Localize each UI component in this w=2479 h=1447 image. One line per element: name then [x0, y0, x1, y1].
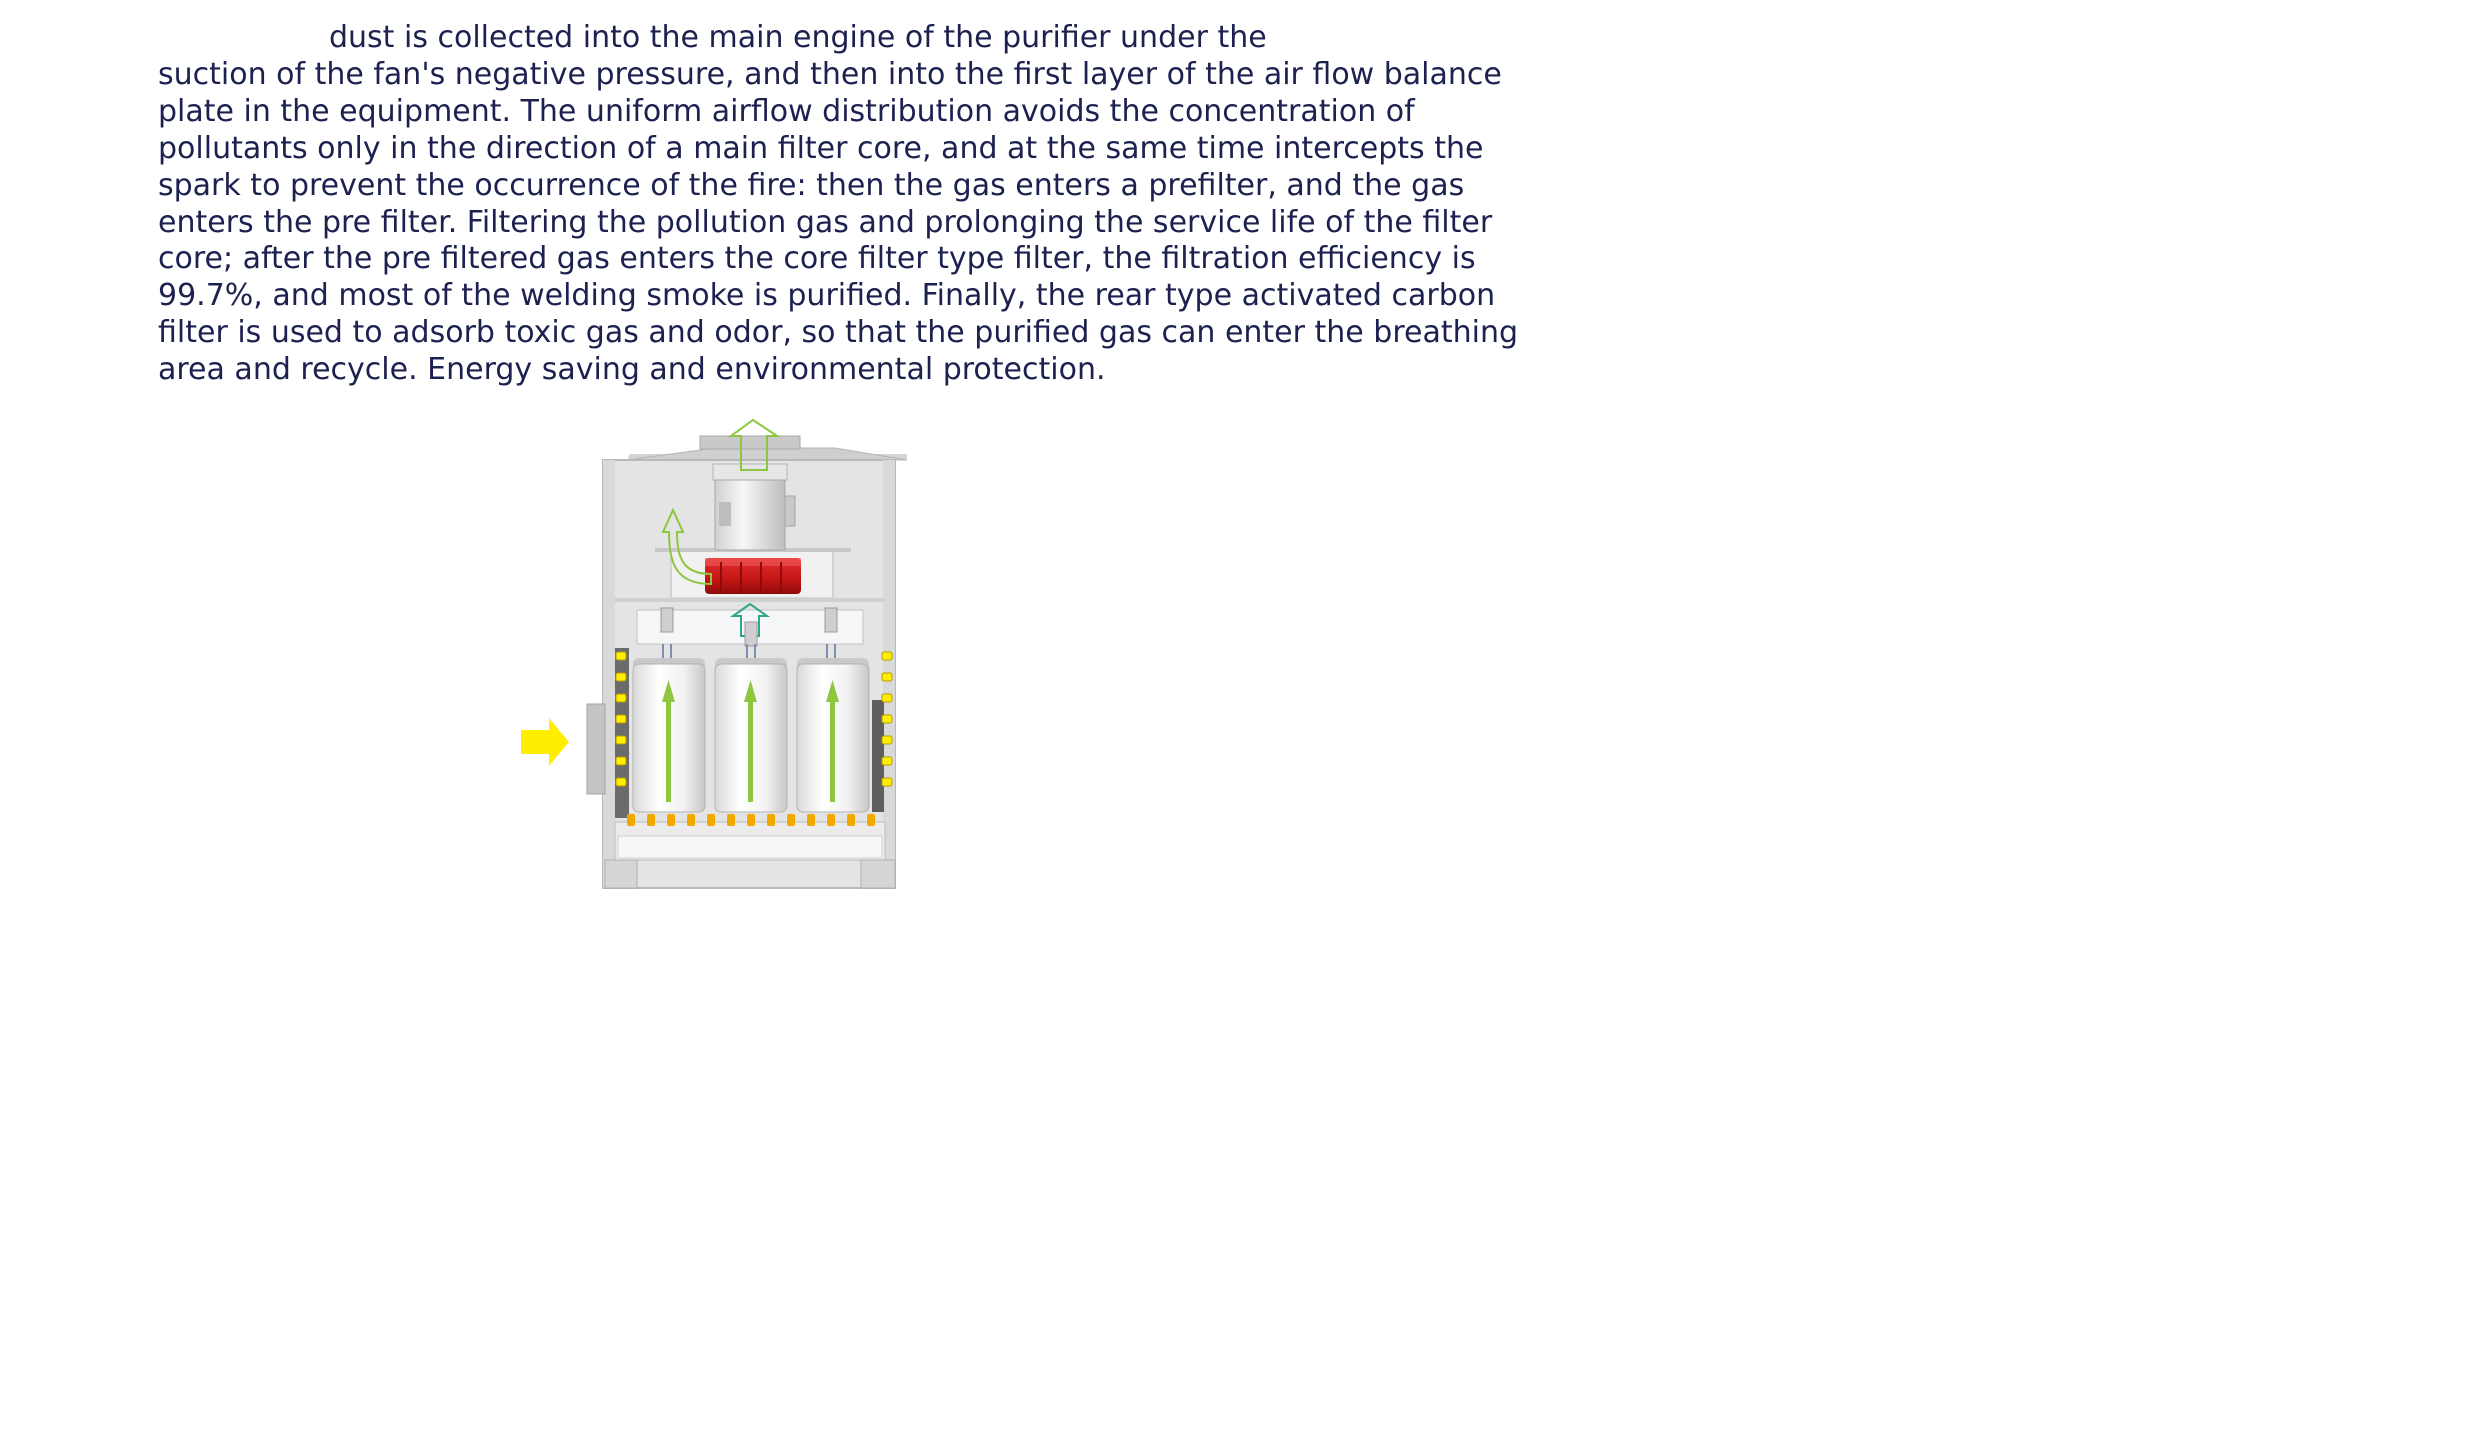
filter-cartridge-icon — [714, 658, 788, 813]
valves — [660, 607, 838, 658]
inlet-duct — [586, 703, 606, 795]
spark-arrestor-icon — [627, 814, 875, 826]
filter-cartridges — [632, 658, 870, 813]
text-line: dust is collected into the main engine o… — [329, 20, 1267, 55]
text-line: filter is used to adsorb toxic gas and o… — [158, 315, 1519, 351]
airflow-markers-left — [615, 651, 627, 787]
purifier-diagram — [521, 418, 908, 889]
text-line: area and recycle. Energy saving and envi… — [158, 352, 1106, 388]
text-line: spark to prevent the occurrence of the f… — [158, 167, 1465, 203]
perforated-panel-left — [615, 648, 629, 818]
intake-arrow-icon — [521, 718, 569, 766]
article-body: dust is collected into the main engine o… — [158, 20, 1519, 389]
fan-icon — [705, 558, 801, 594]
text-line: 99.7%, and most of the welding smoke is … — [158, 278, 1496, 314]
text-line: plate in the equipment. The uniform airf… — [158, 93, 1415, 129]
text-line: core; after the pre filtered gas enters … — [158, 241, 1476, 277]
filter-cartridge-icon — [796, 658, 870, 813]
filter-cartridge-icon — [632, 658, 706, 813]
exhaust-arrow-icon — [727, 418, 781, 471]
airflow-markers-right — [881, 651, 893, 787]
text-line: pollutants only in the direction of a ma… — [158, 130, 1484, 166]
recirculation-arrow-icon — [661, 507, 712, 586]
perforated-panel-right — [872, 700, 884, 812]
text-line: suction of the fan's negative pressure, … — [158, 56, 1502, 92]
document-page: dust is collected into the main engine o… — [0, 0, 1549, 904]
text-line: enters the pre filter. Filtering the pol… — [158, 204, 1493, 240]
motor-icon — [712, 463, 796, 551]
